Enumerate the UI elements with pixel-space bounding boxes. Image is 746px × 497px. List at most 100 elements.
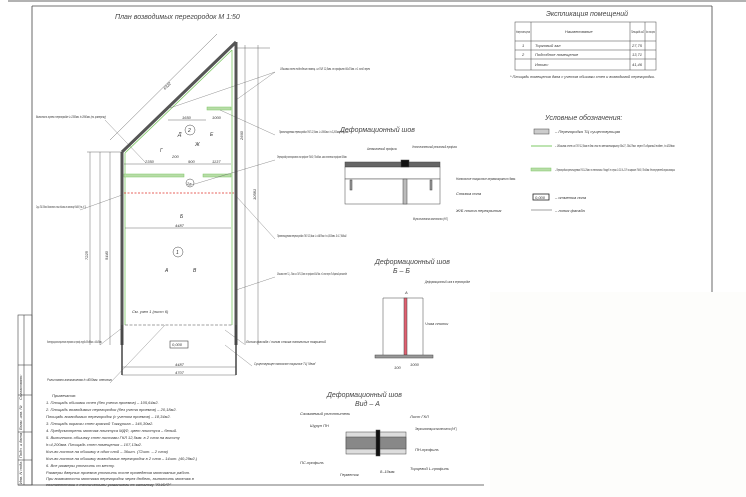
- table-cell: 13,71: [632, 52, 642, 57]
- table-header-area: Площадь м2: [631, 29, 644, 34]
- joint2-mark-a: А: [404, 290, 408, 295]
- joint3-label: 8–10мм.: [380, 469, 396, 474]
- stamp-inv-replace: Взам. инв. №: [18, 405, 23, 430]
- legend: [530, 128, 552, 211]
- legend-title: Условные обозначения:: [544, 114, 622, 122]
- joint2-title: Деформационный шов: [374, 258, 450, 266]
- joint3-label: ПС-профиль: [300, 460, 324, 465]
- callout-3: Перегородку монтировать на профиле 75х50…: [277, 154, 347, 159]
- room-number-2a: 2a: [186, 181, 192, 186]
- joint3-label: Звукоизоляция минплита (НГ): [415, 426, 457, 431]
- joint2-label: Ччаа плиты: [425, 321, 448, 326]
- joint3-label: Герметик: [340, 472, 360, 477]
- note-line: При возможности монтажа перегородок чере…: [46, 476, 194, 481]
- joint1-label: Уплотнительный резиновый профиль: [412, 144, 457, 149]
- joint3-title: Деформационный шов: [326, 391, 402, 399]
- explication-title: Экспликация помещений: [546, 10, 628, 18]
- table-cell: 41,46: [632, 62, 643, 67]
- legend-item-level: – отметка пола: [554, 195, 587, 200]
- note-line: Площадь возводимых перегородок (с учетом…: [46, 414, 171, 419]
- dim-900: 900: [188, 159, 195, 164]
- section-mark-a: А: [164, 268, 169, 274]
- note-line: 1. Площадь обшивки стен (без учета проем…: [46, 400, 159, 405]
- section-mark-zh: Ж: [194, 142, 200, 148]
- joint2-dim: 100: [394, 365, 401, 370]
- table-cell: 1: [522, 43, 524, 48]
- section-mark-v: В: [193, 268, 197, 274]
- callout-9: Линия фасада / линия стыка напольных пок…: [245, 339, 326, 344]
- stamp-inv-original: Инв. N подл.: [18, 461, 23, 484]
- callout-0: Обшивка стен подсобного помещ. из ГКЛ 12…: [280, 66, 370, 71]
- plan-level-mark: 0,000: [172, 342, 183, 347]
- callout-5: Проектируемая перегородка ГКЛ 12,5мм. L=…: [277, 233, 347, 238]
- plan-callouts: Обшивка стен подсобного помещ. из ГКЛ 12…: [36, 66, 370, 382]
- dim-10581: 10581: [252, 189, 257, 200]
- note-line: 2. Площадь возводимых перегородок (без у…: [45, 407, 177, 412]
- table-header-category: Кат. поме-щения: [646, 29, 655, 34]
- callout-6: Обшивка стен ТЦ – 75мм. из ГКЛ 12,5мм. п…: [277, 271, 347, 276]
- dim-1137: 1137: [212, 159, 221, 164]
- table-cell: 2: [521, 52, 525, 57]
- joint1-label: Алюминиевый профиль: [366, 146, 397, 151]
- dim-2350: 2350: [144, 159, 155, 164]
- note-line: Кол-во листов на обшивку возводимых пере…: [46, 456, 198, 461]
- joint1-label: Мультиплата минплита (НГ): [413, 216, 448, 221]
- callout-4: Сущ. ПШ 100мм. Выполнить стык обшивки по…: [36, 204, 86, 209]
- table-cell: Подсобное помещение: [535, 52, 579, 57]
- callout-10: Существующее напольное покрытие ТЦ "Мега…: [254, 361, 316, 366]
- side-stamp: [17, 314, 33, 486]
- callout-11: Рольставня алюминиевая h=4000мм. светлог…: [47, 377, 113, 382]
- joint2-dim: 1000: [410, 362, 420, 367]
- dim-5440: 5440: [104, 250, 109, 260]
- room-number-1: 1: [176, 250, 179, 256]
- joint2-detail: [374, 297, 434, 359]
- table-header-name: Наименование: [565, 29, 593, 34]
- joint3-label: ПН-профиль: [415, 447, 439, 452]
- dim-7225: 7225: [84, 250, 89, 260]
- callout-1: Выполнить проем в перегородке L=2350мм. …: [36, 114, 106, 119]
- table-cell: Итого:: [535, 62, 549, 67]
- callout-8: Конструкция витринного портала из проф. …: [47, 339, 102, 344]
- dim-200: 200: [171, 154, 179, 159]
- section-mark-e: Е: [210, 132, 214, 138]
- legend-item-facade: – линия фасада: [554, 208, 585, 213]
- joint3-subtitle: Вид – А: [355, 400, 380, 408]
- note-line: Кол-во листов на обшивку в один слой – 3…: [46, 449, 169, 454]
- legend-level-sample: 0,000: [535, 195, 546, 200]
- note-line: 5. Выполнить обшивку стен листами ГКЛ 12…: [46, 435, 181, 440]
- dim-4487-porch: 4487: [175, 362, 185, 367]
- explication-table: [514, 21, 657, 71]
- legend-item-partition: – Перегородка проектируемая ГКЛ–125мм. п…: [555, 167, 676, 172]
- section-mark-d: Д: [177, 132, 182, 138]
- dim-diagonal: 6322: [162, 80, 172, 90]
- note-line: 3. Площадь окраски стен краской Тиккурил…: [46, 421, 153, 426]
- section-mark-b: Б: [180, 214, 184, 220]
- stamp-sign-date: Подп. и дата: [18, 432, 23, 458]
- joint3-label: Сжимаемый уплотнитель: [300, 411, 350, 416]
- table-header-number: Номер поме-щения: [516, 29, 530, 34]
- note-line: h=4,200мм. Площадь стен помещения – 107,…: [46, 442, 142, 447]
- joint3-label: Лист ГКЛ: [409, 414, 429, 419]
- joint3-detail: [345, 429, 407, 457]
- joint3-label: Шуруп ПН: [310, 423, 329, 428]
- notes-title: Примечания:: [52, 393, 76, 398]
- dim-1650: 1650: [182, 115, 192, 120]
- note-line: 4. Предусмотреть монтаж плинтуса МДФ, цв…: [46, 428, 177, 433]
- stamp-agreed: Согласовано:: [18, 374, 23, 400]
- note-line: 6. Все размеры уточнить по месту.: [46, 463, 115, 468]
- callout-7: См. узел 1 (лист 6): [132, 309, 169, 314]
- explication-footnote: * Площадь помещения дана с учетом обшивк…: [510, 74, 655, 79]
- joint1-detail: [344, 159, 441, 205]
- sheet-frame: [18, 5, 713, 486]
- room-number-2: 2: [187, 128, 191, 134]
- joint1-title: Деформационный шов: [339, 126, 415, 134]
- table-cell: Торговый зал: [535, 43, 561, 48]
- table-cell: 27,75: [631, 43, 643, 48]
- section-mark-g: Г: [160, 148, 164, 154]
- joint2-label: Деформационный шов в перегородке: [424, 279, 470, 284]
- callout-2: Проектируемая перегородка ГКЛ 12,5мм. L=…: [279, 129, 349, 134]
- joint3-label: Торцевой L-профиль: [410, 466, 449, 471]
- note-line: соответствии с техническими указаниями п…: [46, 482, 172, 487]
- floor-plan: [87, 33, 270, 376]
